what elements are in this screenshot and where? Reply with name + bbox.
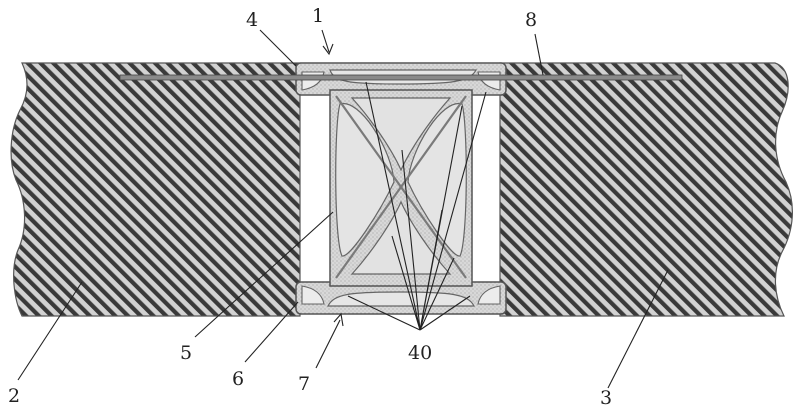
leader-6	[244, 301, 299, 363]
leader-4	[259, 29, 297, 67]
label-7: 7	[298, 373, 310, 395]
joint-profile	[295, 62, 507, 315]
strip	[119, 74, 683, 81]
arrow-1-head	[322, 43, 334, 56]
label-40: 40	[408, 342, 432, 364]
leader-2	[17, 281, 83, 381]
leader-40	[347, 81, 487, 331]
arrow-7-head	[333, 312, 344, 327]
label-1: 1	[312, 5, 324, 27]
leader-5	[194, 211, 334, 338]
label-3: 3	[600, 387, 612, 409]
leader-8	[534, 33, 544, 76]
left-panel	[10, 62, 301, 317]
right-panel	[499, 62, 793, 317]
label-5: 5	[180, 342, 192, 364]
leader-1	[321, 29, 330, 53]
label-8: 8	[525, 9, 537, 31]
label-4: 4	[246, 9, 258, 31]
label-6: 6	[232, 368, 244, 390]
leader-7	[315, 319, 341, 369]
label-2: 2	[8, 385, 20, 407]
leader-3	[607, 269, 669, 389]
leader-lines	[17, 29, 669, 389]
